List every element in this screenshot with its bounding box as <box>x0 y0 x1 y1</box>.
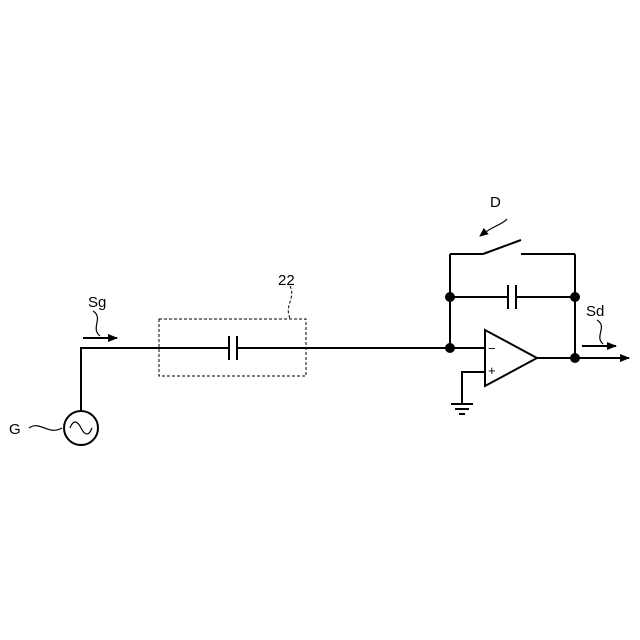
junction-dot <box>570 292 580 302</box>
junction-dot <box>445 292 455 302</box>
reset-switch-icon <box>450 240 575 254</box>
switch-leader-arrow <box>480 219 507 236</box>
input-wire <box>81 348 229 411</box>
ground-wire <box>462 372 485 404</box>
input-signal-leader <box>93 311 100 336</box>
source-leader-line <box>29 426 62 431</box>
switch-label: D <box>490 194 501 211</box>
output-signal-label: Sd <box>586 303 604 320</box>
ground-icon <box>451 404 473 414</box>
block-label: 22 <box>278 272 295 289</box>
ac-source-icon <box>64 411 98 445</box>
feedback-capacitor-icon <box>508 285 516 309</box>
inverting-input-sign: − <box>488 341 496 356</box>
series-capacitor-icon <box>229 336 237 360</box>
source-label: G <box>9 421 21 438</box>
input-signal-label: Sg <box>88 294 106 311</box>
output-signal-leader <box>597 320 603 344</box>
block-leader-line <box>288 286 291 318</box>
noninverting-input-sign: + <box>488 363 496 378</box>
